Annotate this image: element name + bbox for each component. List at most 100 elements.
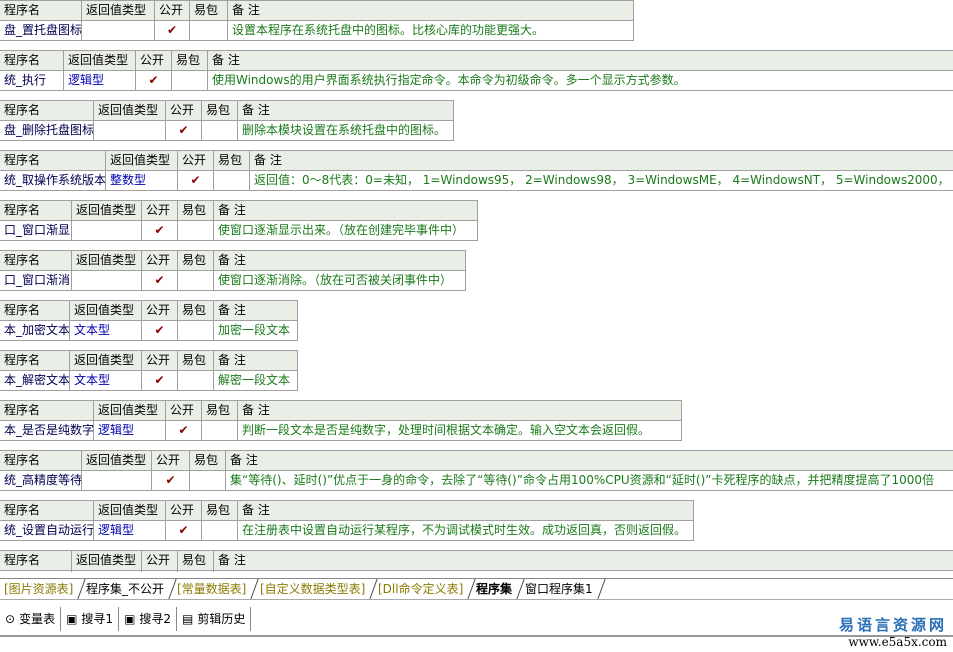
- variable-icon: ⊙: [5, 612, 16, 626]
- bottom-toolbar: ⊙变量表▣搜寻1▣搜寻2▤剪辑历史: [0, 607, 252, 631]
- easy-package-cell[interactable]: [201, 520, 238, 541]
- header-pub: 公开: [165, 400, 202, 421]
- procedure-name[interactable]: [0, 570, 72, 572]
- divider: [0, 635, 953, 637]
- return-type[interactable]: 逻辑型: [93, 520, 166, 541]
- remark[interactable]: 在注册表中设置自动运行某程序，不为调试模式时生效。成功返回真，否则返回假。: [237, 520, 694, 541]
- public-checkbox[interactable]: ✔: [151, 470, 190, 491]
- tool-button[interactable]: ▣搜寻1: [61, 607, 120, 631]
- procedure-name[interactable]: 盘_删除托盘图标: [0, 120, 94, 141]
- remark[interactable]: 使用Windows的用户界面系统执行指定命令。本命令为初级命令。多一个显示方式参…: [207, 70, 953, 91]
- procedure-name[interactable]: 口_窗口渐显: [0, 220, 72, 241]
- public-checkbox[interactable]: ✔: [177, 170, 214, 191]
- public-checkbox[interactable]: ✔: [154, 20, 190, 41]
- tab-label: [常量数据表]: [177, 582, 247, 596]
- header-ret: 返回值类型: [93, 400, 166, 421]
- header-note: 备 注: [249, 150, 953, 171]
- remark[interactable]: 解密一段文本: [213, 370, 298, 391]
- easy-package-cell[interactable]: [177, 270, 214, 291]
- procedure-name[interactable]: 盘_置托盘图标: [0, 20, 82, 41]
- return-type[interactable]: 文本型: [69, 320, 142, 341]
- easy-package-cell[interactable]: [189, 20, 228, 41]
- procedure-name[interactable]: 统_设置自动运行: [0, 520, 94, 541]
- procedure-name[interactable]: 本_是否是纯数字: [0, 420, 94, 441]
- procedure-name[interactable]: 口_窗口渐消: [0, 270, 72, 291]
- return-type[interactable]: [71, 570, 142, 572]
- procedure-table: 程序名返回值类型公开易包备 注盘_删除托盘图标✔删除本模块设置在系统托盘中的图标…: [0, 100, 454, 141]
- tab[interactable]: [自定义数据类型表]: [252, 579, 378, 599]
- tool-button[interactable]: ▣搜寻2: [119, 607, 178, 631]
- tool-label: 搜寻1: [81, 612, 114, 626]
- program-set-editor[interactable]: 程序名返回值类型公开易包备 注盘_置托盘图标✔设置本程序在系统托盘中的图标。比核…: [0, 0, 953, 572]
- return-type[interactable]: [71, 270, 142, 291]
- return-type[interactable]: [93, 120, 166, 141]
- procedure-table: 程序名返回值类型公开易包备 注口_窗口渐消✔使窗口逐渐消除。（放在可否被关闭事件…: [0, 250, 466, 291]
- remark[interactable]: [213, 570, 953, 572]
- procedure-table: 程序名返回值类型公开易包备 注统_设置自动运行逻辑型✔在注册表中设置自动运行某程…: [0, 500, 694, 541]
- remark[interactable]: 删除本模块设置在系统托盘中的图标。: [237, 120, 454, 141]
- public-checkbox[interactable]: ✔: [135, 70, 172, 91]
- public-checkbox[interactable]: ✔: [165, 520, 202, 541]
- header-ret: 返回值类型: [71, 200, 142, 221]
- public-checkbox[interactable]: ✔: [141, 220, 178, 241]
- tab[interactable]: [图片资源表]: [0, 579, 87, 599]
- procedure-name[interactable]: 统_取操作系统版本: [0, 170, 106, 191]
- header-ret: 返回值类型: [81, 0, 155, 21]
- procedure-table: 程序名返回值类型公开易包备 注本_加密文本文本型✔加密一段文本: [0, 300, 298, 341]
- remark[interactable]: 加密一段文本: [213, 320, 298, 341]
- return-type[interactable]: [71, 220, 142, 241]
- public-checkbox[interactable]: [141, 570, 178, 572]
- header-note: 备 注: [207, 50, 953, 71]
- remark[interactable]: 使窗口逐渐显示出来。（放在创建完毕事件中）: [213, 220, 478, 241]
- return-type[interactable]: 逻辑型: [63, 70, 136, 91]
- return-type[interactable]: 逻辑型: [93, 420, 166, 441]
- easy-package-cell[interactable]: [201, 120, 238, 141]
- tab[interactable]: 窗口程序集1: [517, 579, 606, 599]
- header-name: 程序名: [0, 500, 94, 521]
- procedure-name[interactable]: 统_执行: [0, 70, 64, 91]
- header-name: 程序名: [0, 200, 72, 221]
- public-checkbox[interactable]: ✔: [165, 120, 202, 141]
- tool-button[interactable]: ▤剪辑历史: [177, 607, 252, 631]
- tool-button[interactable]: ⊙变量表: [0, 607, 62, 631]
- procedure-name[interactable]: 本_解密文本: [0, 370, 70, 391]
- tab-label: [图片资源表]: [3, 582, 74, 596]
- procedure-table: 程序名返回值类型公开易包备 注统_取操作系统版本整数型✔返回值：0～8代表：0=…: [0, 150, 953, 191]
- public-checkbox[interactable]: ✔: [165, 420, 202, 441]
- easy-package-cell[interactable]: [201, 420, 238, 441]
- return-type[interactable]: 整数型: [105, 170, 178, 191]
- header-pub: 公开: [135, 50, 172, 71]
- remark[interactable]: 集“等待()、延时()”优点于一身的命令，去除了“等待()”命令占用100%CP…: [225, 470, 953, 491]
- return-type[interactable]: [81, 470, 152, 491]
- header-name: 程序名: [0, 0, 82, 21]
- easy-package-cell[interactable]: [177, 220, 214, 241]
- procedure-name[interactable]: 本_加密文本: [0, 320, 70, 341]
- easy-package-cell[interactable]: [189, 470, 226, 491]
- header-ret: 返回值类型: [93, 100, 166, 121]
- public-checkbox[interactable]: ✔: [141, 270, 178, 291]
- easy-package-cell[interactable]: [177, 370, 214, 391]
- header-easy: 易包: [177, 250, 214, 271]
- easy-package-cell[interactable]: [171, 70, 208, 91]
- header-easy: 易包: [201, 400, 238, 421]
- tab[interactable]: [Dll命令定义表]: [370, 579, 477, 599]
- procedure-name[interactable]: 统_高精度等待: [0, 470, 82, 491]
- header-note: 备 注: [213, 200, 478, 221]
- header-easy: 易包: [189, 450, 226, 471]
- return-type[interactable]: 文本型: [69, 370, 142, 391]
- watermark-url: www.e5a5x.com: [848, 635, 947, 649]
- remark[interactable]: 返回值：0～8代表：0=未知， 1=Windows95， 2=Windows98…: [249, 170, 953, 191]
- easy-package-cell[interactable]: [177, 570, 214, 572]
- remark[interactable]: 使窗口逐渐消除。（放在可否被关闭事件中）: [213, 270, 466, 291]
- tab[interactable]: [常量数据表]: [169, 579, 260, 599]
- public-checkbox[interactable]: ✔: [141, 320, 178, 341]
- public-checkbox[interactable]: ✔: [141, 370, 178, 391]
- tab[interactable]: 程序集_不公开: [78, 579, 178, 599]
- tab-label: 程序集_不公开: [86, 582, 165, 596]
- return-type[interactable]: [81, 20, 155, 41]
- remark[interactable]: 判断一段文本是否是纯数字，处理时间根据文本确定。输入空文本会返回假。: [237, 420, 682, 441]
- tab[interactable]: 程序集: [468, 579, 526, 599]
- easy-package-cell[interactable]: [213, 170, 250, 191]
- easy-package-cell[interactable]: [177, 320, 214, 341]
- remark[interactable]: 设置本程序在系统托盘中的图标。比核心库的功能更强大。: [227, 20, 634, 41]
